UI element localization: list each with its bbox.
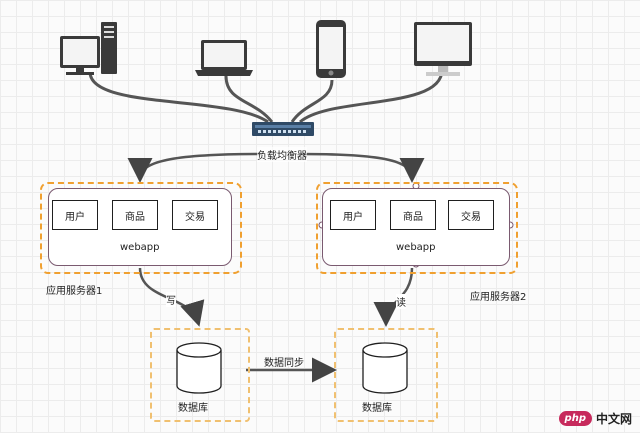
server1-module-user: 用户 [52, 200, 98, 230]
load-balancer-label: 负载均衡器 [257, 147, 307, 162]
watermark-text: 中文网 [595, 412, 632, 426]
database-cylinder-icon [362, 342, 408, 394]
lb-to-server-arrows [127, 152, 425, 183]
laptop-icon [195, 40, 253, 76]
device-connectors [88, 69, 444, 124]
server2-module-user: 用户 [330, 200, 376, 230]
database-2-frame [334, 328, 438, 422]
watermark: php 中文网 [558, 410, 632, 427]
app-server-1-frame [40, 182, 242, 274]
write-edge-label: 写 [166, 292, 176, 307]
sync-edge-label: 数据同步 [264, 358, 304, 369]
database-1-frame [150, 328, 250, 422]
server2-webapp-label: webapp [396, 242, 436, 253]
server1-webapp-label: webapp [120, 242, 160, 253]
smartphone-icon [316, 20, 346, 78]
app-server-2-label: 应用服务器2 [470, 292, 527, 303]
watermark-badge: php [558, 411, 592, 426]
app-server-1-label: 应用服务器1 [46, 286, 103, 297]
server2-module-product: 商品 [390, 200, 436, 230]
read-edge-label: 读 [396, 294, 406, 309]
server1-module-trade: 交易 [172, 200, 218, 230]
network-switch-icon [252, 122, 314, 136]
database-cylinder-icon [176, 342, 222, 394]
server1-module-product: 商品 [112, 200, 158, 230]
database-2-label: 数据库 [362, 403, 392, 414]
app-server-2-frame [316, 182, 518, 274]
server2-module-trade: 交易 [448, 200, 494, 230]
database-1-label: 数据库 [178, 403, 208, 414]
monitor-icon [414, 22, 472, 76]
desktop-computer-icon [60, 22, 117, 75]
